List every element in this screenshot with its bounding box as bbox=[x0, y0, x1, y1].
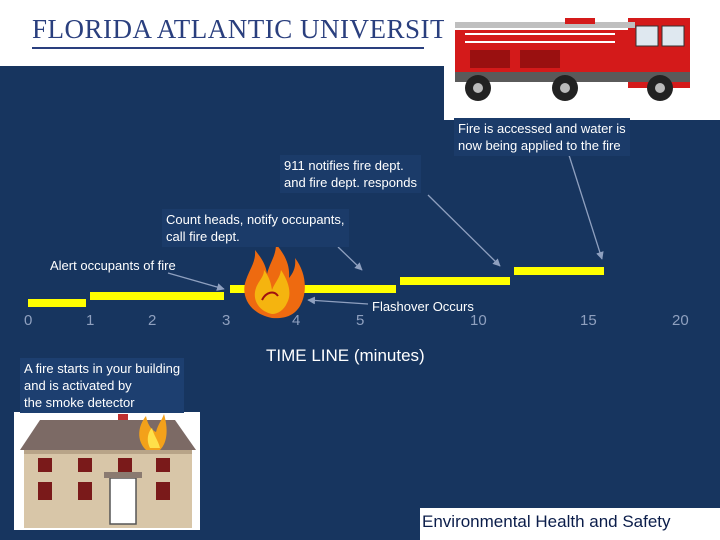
tick-label: 1 bbox=[86, 312, 95, 329]
timeline-title: TIME LINE (minutes) bbox=[266, 346, 425, 365]
footer-label: Environmental Health and Safety bbox=[422, 512, 671, 531]
tick-label: 15 bbox=[580, 312, 597, 329]
university-logo: FLORIDA ATLANTIC UNIVERSITY bbox=[32, 14, 467, 44]
event-label-access: Fire is accessed and water is now being … bbox=[454, 118, 630, 156]
fire-icon bbox=[244, 244, 305, 319]
tick-label: 10 bbox=[470, 312, 487, 329]
tick-label: 5 bbox=[356, 312, 365, 329]
event-label-start: A fire starts in your building and is ac… bbox=[20, 358, 185, 413]
logo-underline bbox=[32, 47, 424, 49]
timeline-bar bbox=[514, 267, 604, 275]
event-label-alert: Alert occupants of fire bbox=[50, 258, 176, 273]
tick-label: 0 bbox=[24, 312, 33, 329]
tick-label: 3 bbox=[222, 312, 231, 329]
footer: Environmental Health and Safety bbox=[420, 508, 720, 540]
timeline-bar bbox=[90, 292, 224, 300]
arrow-flashover bbox=[307, 296, 369, 305]
timeline-bar bbox=[28, 299, 86, 307]
timeline-bar bbox=[230, 285, 396, 293]
event-label-count: Count heads, notify occupants, call fire… bbox=[162, 209, 349, 247]
house-icon bbox=[14, 412, 200, 530]
arrow-access bbox=[567, 151, 604, 260]
fire-truck-icon bbox=[444, 2, 720, 120]
arrow-alert bbox=[167, 272, 225, 291]
tick-label: 4 bbox=[292, 312, 301, 329]
arrow-count bbox=[337, 246, 363, 271]
tick-label: 20 bbox=[672, 312, 689, 329]
tick-label: 2 bbox=[148, 312, 157, 329]
event-label-flashover: Flashover Occurs bbox=[372, 299, 474, 314]
timeline-bars bbox=[28, 267, 604, 307]
timeline-bar bbox=[400, 277, 510, 285]
event-arrows bbox=[167, 151, 604, 305]
event-label-notify: 911 notifies fire dept. and fire dept. r… bbox=[280, 155, 421, 193]
arrow-notify bbox=[427, 194, 501, 267]
